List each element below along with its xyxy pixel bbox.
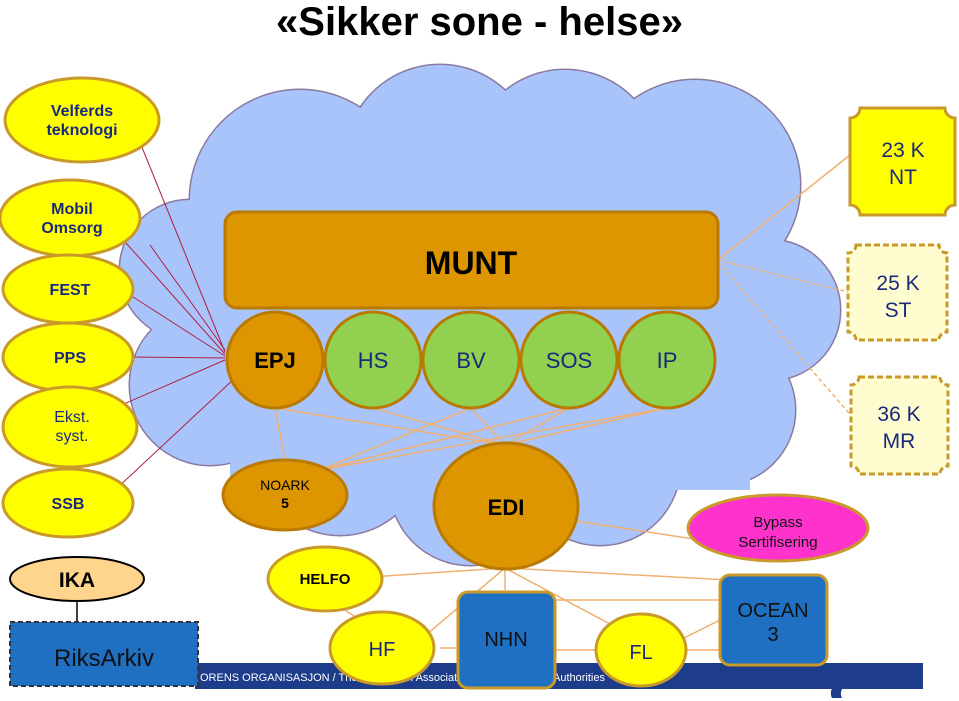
hf-node: HF bbox=[328, 610, 436, 686]
tag-nt: 23 K NT bbox=[848, 106, 957, 217]
ika-label: IKA bbox=[59, 569, 95, 592]
munt-label: MUNT bbox=[425, 245, 518, 281]
pps-node: PPS bbox=[1, 321, 135, 393]
riksarkiv-node: RiksArkiv bbox=[9, 621, 199, 687]
line-edi-bypass bbox=[569, 519, 701, 541]
bypass-label-1: Bypass bbox=[753, 514, 802, 531]
tag-st-label-1: 25 K bbox=[876, 272, 919, 295]
ssb-label: SSB bbox=[52, 496, 85, 513]
right-tags: 23 K NT 25 K ST 36 K MR bbox=[846, 106, 957, 476]
line-sos-noark bbox=[319, 407, 570, 471]
hf-label: HF bbox=[369, 639, 396, 661]
line-ip-edi bbox=[504, 407, 668, 446]
fl-label: FL bbox=[629, 642, 652, 664]
line-ekst-epj bbox=[109, 359, 226, 411]
ip-label: IP bbox=[657, 348, 678, 373]
line-fest-epj bbox=[129, 294, 226, 357]
ssb-node: SSB bbox=[1, 467, 135, 539]
line-ip-noark bbox=[319, 407, 668, 471]
velferd-node: Velferds teknologi bbox=[3, 76, 161, 164]
cloud-row: EPJ HS BV SOS IP bbox=[225, 310, 717, 410]
mobil-label-2: Omsorg bbox=[41, 220, 102, 237]
line-bv-edi bbox=[470, 407, 506, 446]
epj-node: EPJ bbox=[225, 310, 325, 410]
bv-label: BV bbox=[456, 348, 486, 373]
banner-text-right: Authorities bbox=[553, 672, 605, 684]
fl-node: FL bbox=[594, 612, 688, 688]
helfo-node: HELFO bbox=[266, 545, 384, 613]
footer-banner: ORENS ORGANISASJON / The Norwegian Assoc… bbox=[195, 663, 923, 689]
line-sos-edi bbox=[504, 407, 570, 446]
fest-node: FEST bbox=[1, 253, 135, 325]
noark-label-2: 5 bbox=[281, 495, 289, 511]
fest-label: FEST bbox=[50, 282, 91, 299]
bv-node: BV bbox=[421, 310, 521, 410]
mobil-node: Mobil Omsorg bbox=[0, 178, 142, 258]
riksarkiv-label: RiksArkiv bbox=[54, 645, 154, 672]
tag-mr: 36 K MR bbox=[849, 375, 950, 476]
hs-label: HS bbox=[358, 348, 389, 373]
mobil-label-1: Mobil bbox=[51, 201, 93, 218]
tag-nt-label-2: NT bbox=[889, 166, 917, 189]
noark-node: NOARK 5 bbox=[221, 458, 349, 532]
tag-mr-label-2: MR bbox=[883, 430, 916, 453]
ekst-node: Ekst. syst. bbox=[1, 385, 139, 469]
line-hs-edi bbox=[372, 407, 506, 446]
line-velferd-epj bbox=[134, 129, 226, 353]
velferd-label-1: Velferds bbox=[51, 103, 113, 120]
logo-mark bbox=[830, 662, 855, 698]
page-title: «Sikker sone - helse» bbox=[276, 0, 683, 44]
velferd-label-2: teknologi bbox=[46, 122, 117, 139]
left-nodes: Velferds teknologi Mobil Omsorg FEST PPS… bbox=[0, 76, 161, 539]
ocean-label-1: OCEAN bbox=[737, 600, 808, 622]
line-munt-st bbox=[717, 259, 849, 293]
line-epj-edi bbox=[274, 407, 506, 446]
sos-label: SOS bbox=[546, 348, 592, 373]
ekst-label-2: syst. bbox=[56, 428, 89, 445]
banner-text-left: ORENS ORGANISASJON / The Norwegian Assoc… bbox=[200, 672, 472, 684]
edi-node: EDI bbox=[432, 441, 580, 571]
line-edi-ocean bbox=[504, 567, 731, 581]
line-epj-noark bbox=[274, 407, 286, 461]
nhn-label: NHN bbox=[484, 629, 527, 651]
line-fl-ocean bbox=[679, 619, 721, 641]
ocean-node: OCEAN 3 bbox=[718, 573, 829, 667]
nhn-node: NHN bbox=[456, 590, 557, 690]
line-mobil-epj bbox=[109, 224, 226, 355]
tag-mr-label-1: 36 K bbox=[877, 403, 920, 426]
hs-node: HS bbox=[323, 310, 423, 410]
noark-label-1: NOARK bbox=[260, 477, 310, 493]
bypass-label-2: Sertifisering bbox=[738, 534, 817, 551]
pps-label: PPS bbox=[54, 350, 86, 367]
helfo-label: HELFO bbox=[300, 571, 351, 588]
ekst-label-1: Ekst. bbox=[54, 409, 90, 426]
sos-node: SOS bbox=[519, 310, 619, 410]
bypass-node: Bypass Sertifisering bbox=[686, 493, 870, 563]
ika-node: IKA bbox=[9, 556, 145, 602]
line-bv-noark bbox=[319, 407, 472, 471]
munt-block: MUNT bbox=[223, 210, 720, 310]
line-ssb-epj bbox=[114, 377, 236, 491]
tag-nt-label-1: 23 K bbox=[881, 139, 924, 162]
line-mobil-epj-2 bbox=[149, 244, 226, 351]
tag-st: 25 K ST bbox=[846, 243, 949, 342]
ocean-label-2: 3 bbox=[767, 624, 778, 646]
epj-label: EPJ bbox=[254, 348, 296, 373]
edi-label: EDI bbox=[488, 495, 525, 520]
line-pps-epj bbox=[129, 356, 226, 359]
line-munt-nt bbox=[717, 154, 851, 261]
ip-node: IP bbox=[617, 310, 717, 410]
tag-st-label-2: ST bbox=[885, 299, 912, 322]
